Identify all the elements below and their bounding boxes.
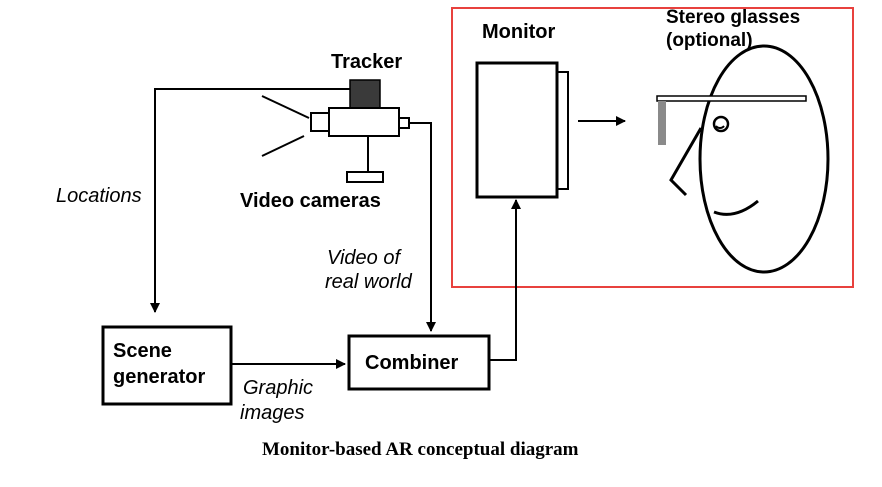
stereo-glasses-icon — [656, 95, 807, 145]
video-of-label-line1: Video of — [327, 247, 401, 269]
scene-generator-box — [101, 325, 233, 406]
graphic-images-label-line2: images — [240, 402, 305, 424]
stereo-glasses-label-line1: Stereo glasses — [666, 7, 801, 28]
viewer-head-icon — [669, 44, 830, 274]
camera-fov-line-top — [261, 95, 310, 119]
monitor-icon — [475, 61, 569, 199]
video-camera-icon — [310, 107, 410, 183]
graphic-images-label-line1: Graphic — [243, 377, 314, 399]
scene-generator-label-line2: generator — [113, 366, 206, 388]
camera-fov-line-bottom — [261, 135, 305, 157]
diagram-caption: Monitor-based AR conceptual diagram — [262, 439, 579, 460]
video-arrow — [409, 122, 436, 332]
combiner-to-monitor-arrow — [489, 199, 521, 361]
locations-label: Locations — [56, 185, 142, 207]
stereo-glasses-label-line2: (optional) — [666, 30, 753, 51]
highlight-box — [451, 7, 854, 288]
combiner-label: Combiner — [365, 352, 459, 374]
tracker-block — [349, 79, 381, 110]
tracker-label: Tracker — [331, 51, 403, 73]
monitor-label: Monitor — [482, 21, 556, 43]
video-cameras-label: Video cameras — [240, 190, 381, 212]
combiner-box — [347, 334, 491, 391]
locations-arrow — [150, 88, 350, 313]
video-of-label-line2: real world — [325, 271, 412, 293]
scene-generator-label-line1: Scene — [113, 340, 172, 362]
